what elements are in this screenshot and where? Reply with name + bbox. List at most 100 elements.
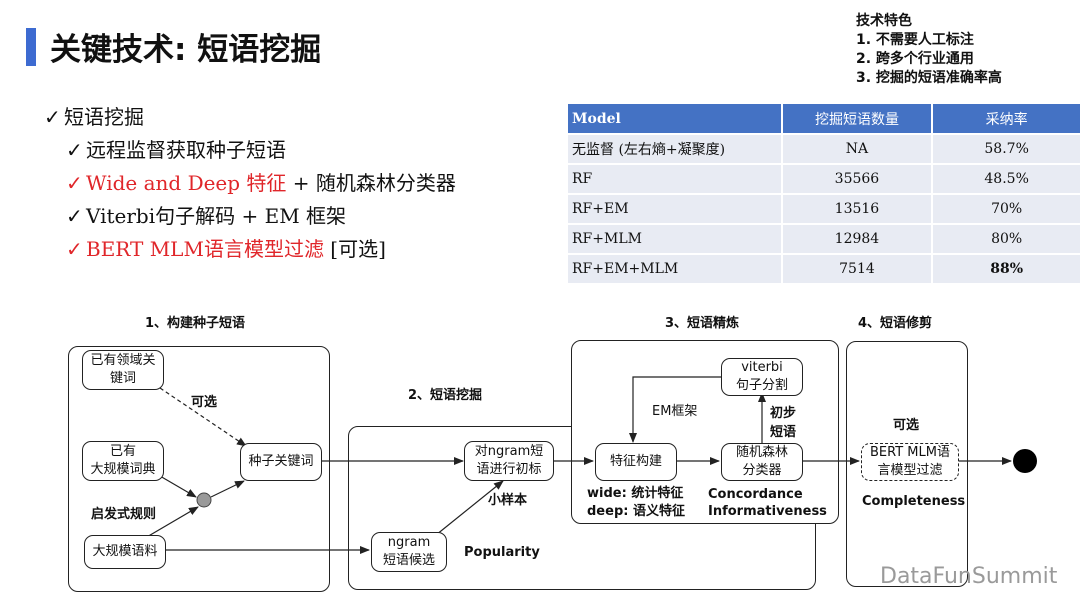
bullet-highlight: BERT MLM语言模型过滤 — [86, 237, 324, 261]
node-label: 键词 — [109, 371, 136, 386]
table-row: RF 35566 48.5% — [568, 165, 1080, 195]
table-cell: RF+EM — [568, 195, 783, 225]
end-node — [1013, 449, 1037, 473]
bullet-item: ✓Viterbi句子解码 + EM 框架 — [44, 200, 456, 233]
node-viterbi: viterbi 句子分割 — [721, 358, 803, 396]
node-label: 对ngram短 — [474, 444, 544, 459]
informativeness-text: Informativeness — [708, 504, 827, 519]
bullet-highlight: Wide and Deep 特征 — [86, 171, 287, 195]
bullet-main-label: 短语挖掘 — [64, 105, 144, 129]
small-sample-label: 小样本 — [488, 493, 528, 508]
stage-title: 2、短语挖掘 — [408, 388, 483, 403]
check-icon: ✓ — [66, 204, 83, 228]
table-cell: 48.5% — [933, 165, 1080, 195]
node-label: 已有 — [109, 444, 136, 459]
node-label: 已有领域关 — [90, 353, 156, 368]
title-accent-bar — [26, 28, 36, 66]
table-row: 无监督 (左右熵+凝聚度) NA 58.7% — [568, 135, 1080, 165]
tech-feature-item: 1. 不需要人工标注 — [856, 32, 974, 48]
bullet-main: ✓短语挖掘 — [44, 101, 456, 134]
tech-feature-item: 3. 挖掘的短语准确率高 — [856, 70, 1002, 86]
optional-label: 可选 — [893, 418, 920, 433]
bullet-label: Viterbi句子解码 + EM 框架 — [86, 204, 347, 228]
node-ngram-candidates: ngram 短语候选 — [371, 532, 447, 572]
table-cell: 35566 — [782, 165, 934, 195]
table-row: RF+EM 13516 70% — [568, 195, 1080, 225]
table-header-row: Model 挖掘短语数量 采纳率 — [568, 104, 1080, 135]
table-cell: 80% — [933, 225, 1080, 255]
check-icon: ✓ — [66, 237, 83, 261]
table-cell: NA — [782, 135, 934, 165]
stage-title: 1、构建种子短语 — [145, 316, 246, 331]
tech-feature-item: 2. 跨多个行业通用 — [856, 51, 974, 67]
node-label: ngram — [387, 535, 431, 550]
node-ngram-labeling: 对ngram短 语进行初标 — [464, 441, 554, 481]
node-label: 语进行初标 — [476, 462, 542, 477]
table-cell: 12984 — [782, 225, 934, 255]
table-cell: RF — [568, 165, 783, 195]
node-label: viterbi — [741, 360, 783, 375]
node-label: 大规模语料 — [92, 544, 158, 559]
node-label: 言模型过滤 — [877, 463, 943, 478]
table-header: 挖掘短语数量 — [782, 104, 934, 135]
completeness-label: Completeness — [862, 494, 966, 509]
tech-features-heading: 技术特色 — [856, 13, 912, 29]
em-framework-label: EM框架 — [652, 404, 698, 419]
arrow-junction-to-seed — [210, 480, 245, 498]
node-bert-filter: BERT MLM语 言模型过滤 — [861, 443, 959, 481]
popularity-label: Popularity — [464, 545, 540, 560]
table-cell: 13516 — [782, 195, 934, 225]
node-seed-keywords: 种子关键词 — [240, 443, 322, 481]
arrow-viterbi-to-feature — [629, 376, 721, 443]
table-cell: 7514 — [782, 255, 934, 285]
bullet-item: ✓远程监督获取种子短语 — [44, 134, 456, 167]
optional-label: 可选 — [191, 395, 218, 410]
initial-phrases-label: 初步 短语 — [770, 404, 796, 442]
table-cell: 70% — [933, 195, 1080, 225]
node-label: 种子关键词 — [248, 454, 314, 469]
check-icon: ✓ — [66, 138, 83, 162]
check-icon: ✓ — [66, 171, 83, 195]
node-label: 分类器 — [742, 463, 782, 478]
arrow-dict-to-junction — [159, 475, 197, 498]
node-label: 特征构建 — [609, 454, 662, 469]
node-label: 句子分割 — [735, 378, 788, 393]
bullet-item: ✓BERT MLM语言模型过滤 [可选] — [44, 233, 456, 266]
node-label: 大规模词典 — [90, 462, 156, 477]
node-existing-dict: 已有 大规模词典 — [82, 441, 164, 481]
junction-node — [196, 492, 212, 508]
deep-feature-label: deep: 语义特征 — [587, 504, 685, 519]
table-cell: RF+MLM — [568, 225, 783, 255]
initial-phrases-line: 初步 — [770, 406, 797, 421]
node-corpus: 大规模语料 — [84, 535, 166, 569]
table-header: Model — [568, 104, 783, 135]
bullet-label: [可选] — [323, 237, 386, 261]
table-cell-best: 88% — [933, 255, 1080, 285]
arrow-keywords-to-seed — [159, 387, 247, 447]
table-header: 采纳率 — [933, 104, 1080, 135]
initial-phrases-line: 短语 — [770, 425, 797, 440]
table-cell: 无监督 (左右熵+凝聚度) — [568, 135, 783, 165]
wide-feature-label: wide: 统计特征 — [587, 486, 684, 501]
node-label: 短语候选 — [382, 553, 435, 568]
check-icon: ✓ — [44, 105, 61, 129]
table-row: RF+EM+MLM 7514 88% — [568, 255, 1080, 285]
bullet-item: ✓Wide and Deep 特征 + 随机森林分类器 — [44, 167, 456, 200]
node-label: BERT MLM语 — [870, 445, 950, 460]
table-cell: 58.7% — [933, 135, 1080, 165]
node-domain-keywords: 已有领域关 键词 — [82, 350, 164, 390]
concordance-label: Concordance Informativeness — [708, 486, 827, 520]
stage-title: 4、短语修剪 — [858, 316, 933, 331]
heuristic-rules-label: 启发式规则 — [91, 507, 157, 522]
arrow-candidates-to-label — [435, 480, 504, 536]
results-table: Model 挖掘短语数量 采纳率 无监督 (左右熵+凝聚度) NA 58.7% … — [568, 104, 1080, 285]
feature-types-label: wide: 统计特征 deep: 语义特征 — [587, 485, 685, 521]
tech-features: 技术特色 1. 不需要人工标注 2. 跨多个行业通用 3. 挖掘的短语准确率高 — [856, 12, 1002, 88]
node-label: 随机森林 — [735, 445, 788, 460]
node-random-forest: 随机森林 分类器 — [721, 443, 803, 481]
datafun-logo: DataFunSummit — [880, 564, 1058, 589]
concordance-text: Concordance — [708, 487, 803, 502]
bullet-label: + 随机森林分类器 — [286, 171, 456, 195]
table-cell: RF+EM+MLM — [568, 255, 783, 285]
